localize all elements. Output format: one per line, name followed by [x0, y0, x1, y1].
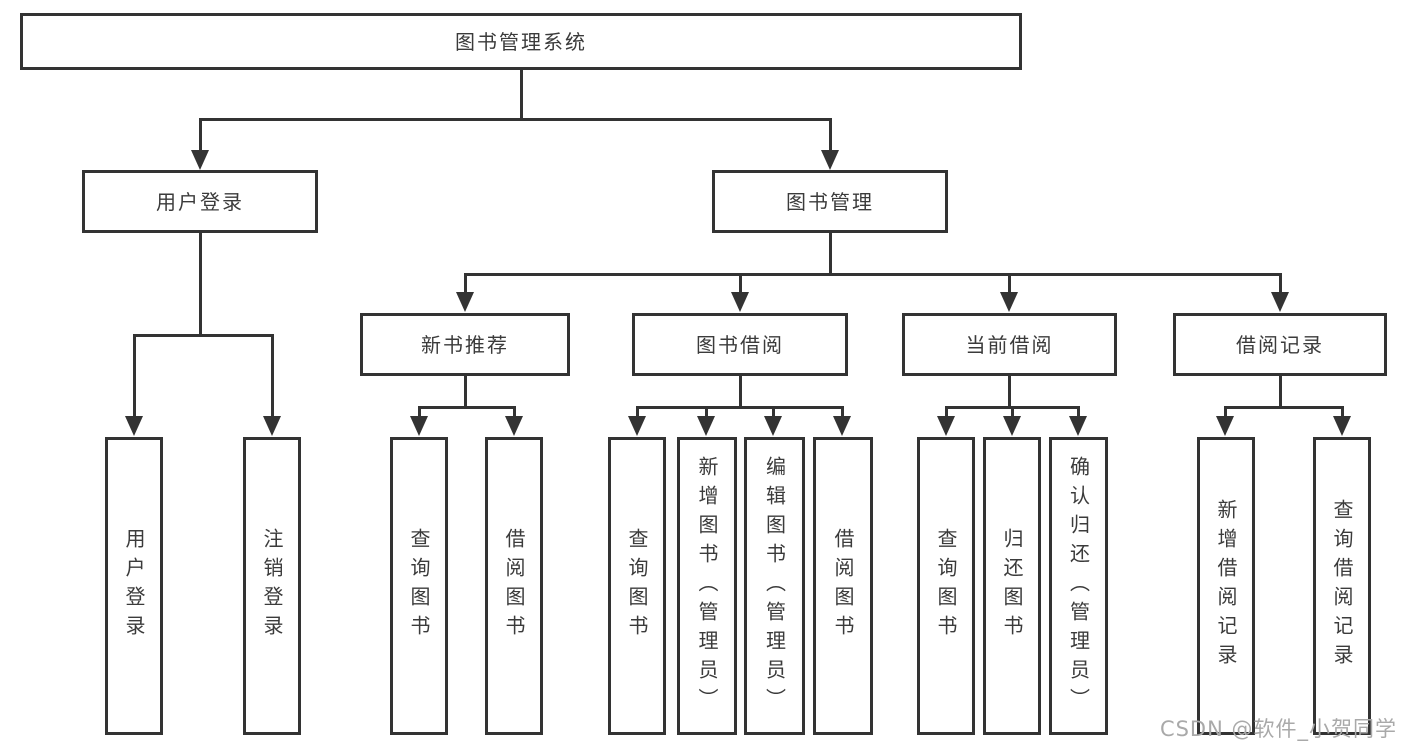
- node-label: 图书借阅: [696, 332, 784, 357]
- leaf-label: 注销登录: [260, 528, 284, 644]
- node-label: 用户登录: [156, 189, 244, 214]
- node-new-book-recommend: 新书推荐: [360, 313, 570, 376]
- leaf-borrow-books-recommend: 借阅图书: [485, 437, 543, 735]
- leaf-label: 借阅图书: [502, 528, 526, 644]
- node-user-login: 用户登录: [82, 170, 318, 233]
- connector-line: [739, 273, 742, 294]
- connector-line: [271, 334, 274, 418]
- arrowhead-down: [1003, 416, 1021, 436]
- node-root-label: 图书管理系统: [455, 29, 587, 54]
- arrowhead-down: [833, 416, 851, 436]
- leaf-confirm-return-admin: 确认归还（管理员）: [1049, 437, 1108, 735]
- connector-line: [1224, 406, 1227, 418]
- leaf-edit-books-admin: 编辑图书（管理员）: [744, 437, 805, 735]
- connector-line: [418, 406, 421, 418]
- connector-line: [1077, 406, 1080, 418]
- node-root: 图书管理系统: [20, 13, 1022, 70]
- leaf-label: 编辑图书（管理员）: [762, 455, 787, 717]
- connector-line: [829, 118, 832, 152]
- arrowhead-down: [505, 416, 523, 436]
- connector-line: [1224, 406, 1343, 409]
- arrowhead-down: [697, 416, 715, 436]
- connector-line: [199, 118, 832, 121]
- leaf-logout: 注销登录: [243, 437, 301, 735]
- leaf-label: 查询图书: [407, 528, 431, 644]
- connector-line: [464, 376, 467, 409]
- leaf-label: 借阅图书: [831, 528, 855, 644]
- leaf-label: 查询借阅记录: [1330, 499, 1354, 673]
- connector-line: [199, 233, 202, 337]
- connector-line: [1008, 376, 1011, 409]
- leaf-query-books-current: 查询图书: [917, 437, 975, 735]
- node-label: 新书推荐: [421, 332, 509, 357]
- connector-line: [636, 406, 844, 409]
- connector-line: [636, 406, 639, 418]
- connector-line: [1279, 273, 1282, 294]
- node-label: 借阅记录: [1236, 332, 1324, 357]
- arrowhead-down: [1333, 416, 1351, 436]
- arrowhead-down: [1000, 292, 1018, 312]
- connector-line: [133, 334, 274, 337]
- leaf-label: 确认归还（管理员）: [1066, 455, 1091, 717]
- leaf-label: 新增图书（管理员）: [695, 455, 719, 717]
- leaf-label: 新增借阅记录: [1214, 499, 1238, 673]
- node-book-borrowing: 图书借阅: [632, 313, 848, 376]
- leaf-label: 查询图书: [625, 528, 649, 644]
- node-current-borrowing: 当前借阅: [902, 313, 1117, 376]
- connector-line: [1011, 406, 1014, 418]
- node-label: 图书管理: [786, 189, 874, 214]
- connector-line: [464, 273, 467, 294]
- connector-line: [513, 406, 516, 418]
- connector-line: [841, 406, 844, 418]
- node-label: 当前借阅: [965, 332, 1054, 357]
- arrowhead-down: [1069, 416, 1087, 436]
- arrowhead-down: [1271, 292, 1289, 312]
- connector-line: [520, 70, 523, 118]
- arrowhead-down: [1216, 416, 1234, 436]
- arrowhead-down: [125, 416, 143, 436]
- arrowhead-down: [731, 292, 749, 312]
- leaf-label: 归还图书: [1000, 528, 1024, 644]
- arrowhead-down: [937, 416, 955, 436]
- connector-line: [1279, 376, 1282, 409]
- arrowhead-down: [456, 292, 474, 312]
- arrowhead-down: [821, 150, 839, 170]
- connector-line: [739, 376, 742, 409]
- csdn-watermark: CSDN @软件_小贺同学: [1159, 717, 1397, 741]
- arrowhead-down: [191, 150, 209, 170]
- connector-line: [199, 118, 202, 152]
- connector-line: [945, 406, 948, 418]
- connector-line: [772, 406, 775, 418]
- connector-line: [418, 406, 516, 409]
- leaf-add-books-admin: 新增图书（管理员）: [677, 437, 737, 735]
- leaf-label: 查询图书: [934, 528, 958, 644]
- leaf-user-login: 用户登录: [105, 437, 163, 735]
- leaf-return-books: 归还图书: [983, 437, 1041, 735]
- leaf-query-borrow-record: 查询借阅记录: [1313, 437, 1371, 735]
- node-book-management: 图书管理: [712, 170, 948, 233]
- arrowhead-down: [628, 416, 646, 436]
- connector-line: [1008, 273, 1011, 294]
- connector-line: [464, 273, 1282, 276]
- connector-line: [1341, 406, 1344, 418]
- connector-line: [133, 334, 136, 418]
- connector-line: [829, 233, 832, 276]
- node-borrowing-records: 借阅记录: [1173, 313, 1387, 376]
- arrowhead-down: [410, 416, 428, 436]
- leaf-query-books-borrowing: 查询图书: [608, 437, 666, 735]
- connector-line: [705, 406, 708, 418]
- leaf-label: 用户登录: [122, 528, 146, 644]
- leaf-borrow-books: 借阅图书: [813, 437, 873, 735]
- arrowhead-down: [263, 416, 281, 436]
- leaf-add-borrow-record: 新增借阅记录: [1197, 437, 1255, 735]
- leaf-query-books-recommend: 查询图书: [390, 437, 448, 735]
- arrowhead-down: [764, 416, 782, 436]
